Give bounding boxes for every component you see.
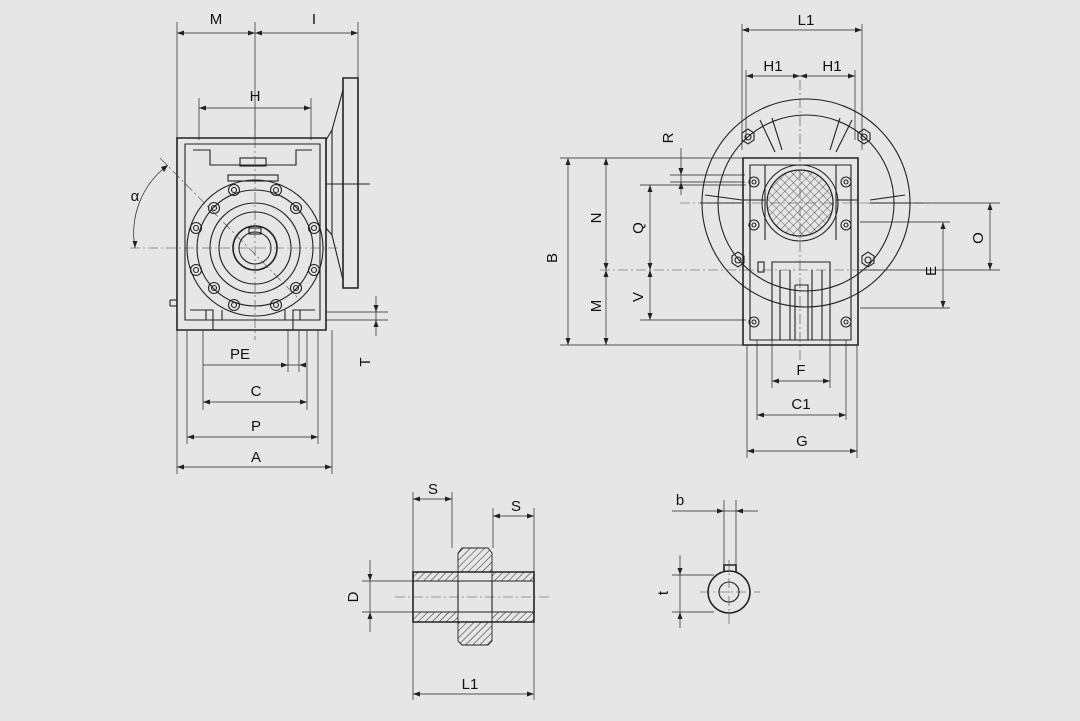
dim-label-O: O (970, 232, 987, 244)
dim-label-C: C (251, 383, 262, 400)
dim-label-b: b (676, 492, 684, 509)
dim-label-R: R (660, 132, 677, 143)
dim-label-M: M (210, 11, 223, 28)
dim-label-H: H (250, 88, 261, 105)
dim-label-Q: Q (630, 222, 647, 234)
dim-label-alpha: α (131, 188, 140, 205)
dim-label-PE: PE (230, 346, 250, 363)
dim-label-S-left: S (428, 481, 438, 498)
dim-label-H1-right: H1 (822, 58, 841, 75)
dim-label-L1-shaft: L1 (462, 676, 479, 693)
keyway-detail: b t (655, 492, 760, 628)
dim-label-M-side: M (588, 300, 605, 313)
dim-label-H1-left: H1 (763, 58, 782, 75)
dim-label-D: D (345, 591, 362, 602)
dim-label-P: P (251, 418, 261, 435)
shaft-view: S S D L1 (345, 481, 550, 700)
dim-label-V: V (630, 292, 647, 302)
front-view: M I H (130, 11, 388, 474)
dim-label-E: E (923, 266, 940, 276)
dim-label-t: t (655, 590, 672, 595)
dim-label-S-right: S (511, 498, 521, 515)
dim-label-F: F (796, 362, 805, 379)
dim-label-L1-side: L1 (798, 12, 815, 29)
dim-label-C1: C1 (791, 396, 810, 413)
side-view: L1 H1 H1 B N M Q V R (544, 12, 1000, 458)
dim-label-B: B (544, 253, 561, 263)
dim-label-T: T (357, 357, 374, 366)
dim-label-I: I (312, 11, 316, 28)
dim-label-N: N (588, 213, 605, 224)
dim-label-A: A (251, 449, 261, 466)
dim-label-G: G (796, 433, 808, 450)
